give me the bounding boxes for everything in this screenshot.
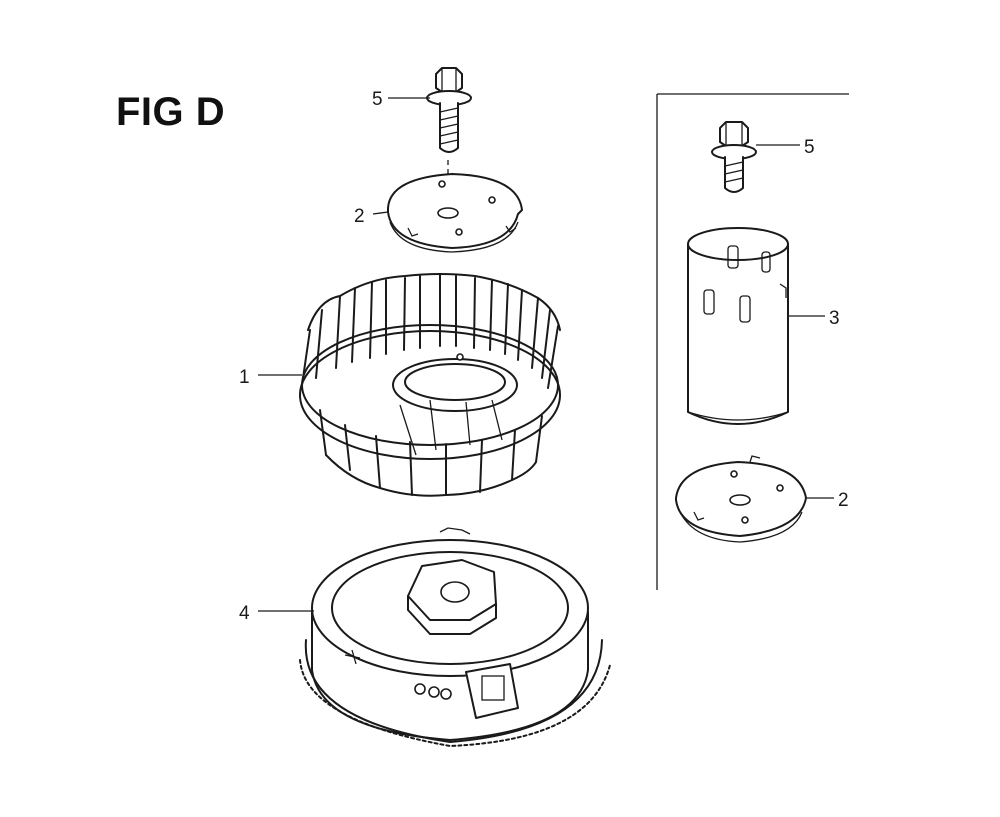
washer-plate (387, 173, 523, 253)
callout-bolt-alt: 5 (804, 137, 815, 158)
sleeve (687, 227, 789, 425)
callout-plate-alt: 2 (838, 490, 849, 511)
flywheel (299, 527, 611, 747)
flange-bolt (426, 67, 472, 153)
callout-plate: 2 (354, 206, 365, 227)
alternate-assembly-divider (656, 93, 849, 590)
cooling-fan (299, 273, 561, 497)
figure-title: FIG D (116, 90, 226, 134)
flange-bolt-alt (711, 121, 757, 193)
callout-bolt: 5 (372, 89, 383, 110)
callout-sleeve-alt: 3 (829, 308, 840, 329)
callout-fan: 1 (239, 367, 250, 388)
callout-flywheel: 4 (239, 603, 250, 624)
washer-plate-alt (675, 455, 807, 543)
leader-lines (258, 97, 834, 612)
